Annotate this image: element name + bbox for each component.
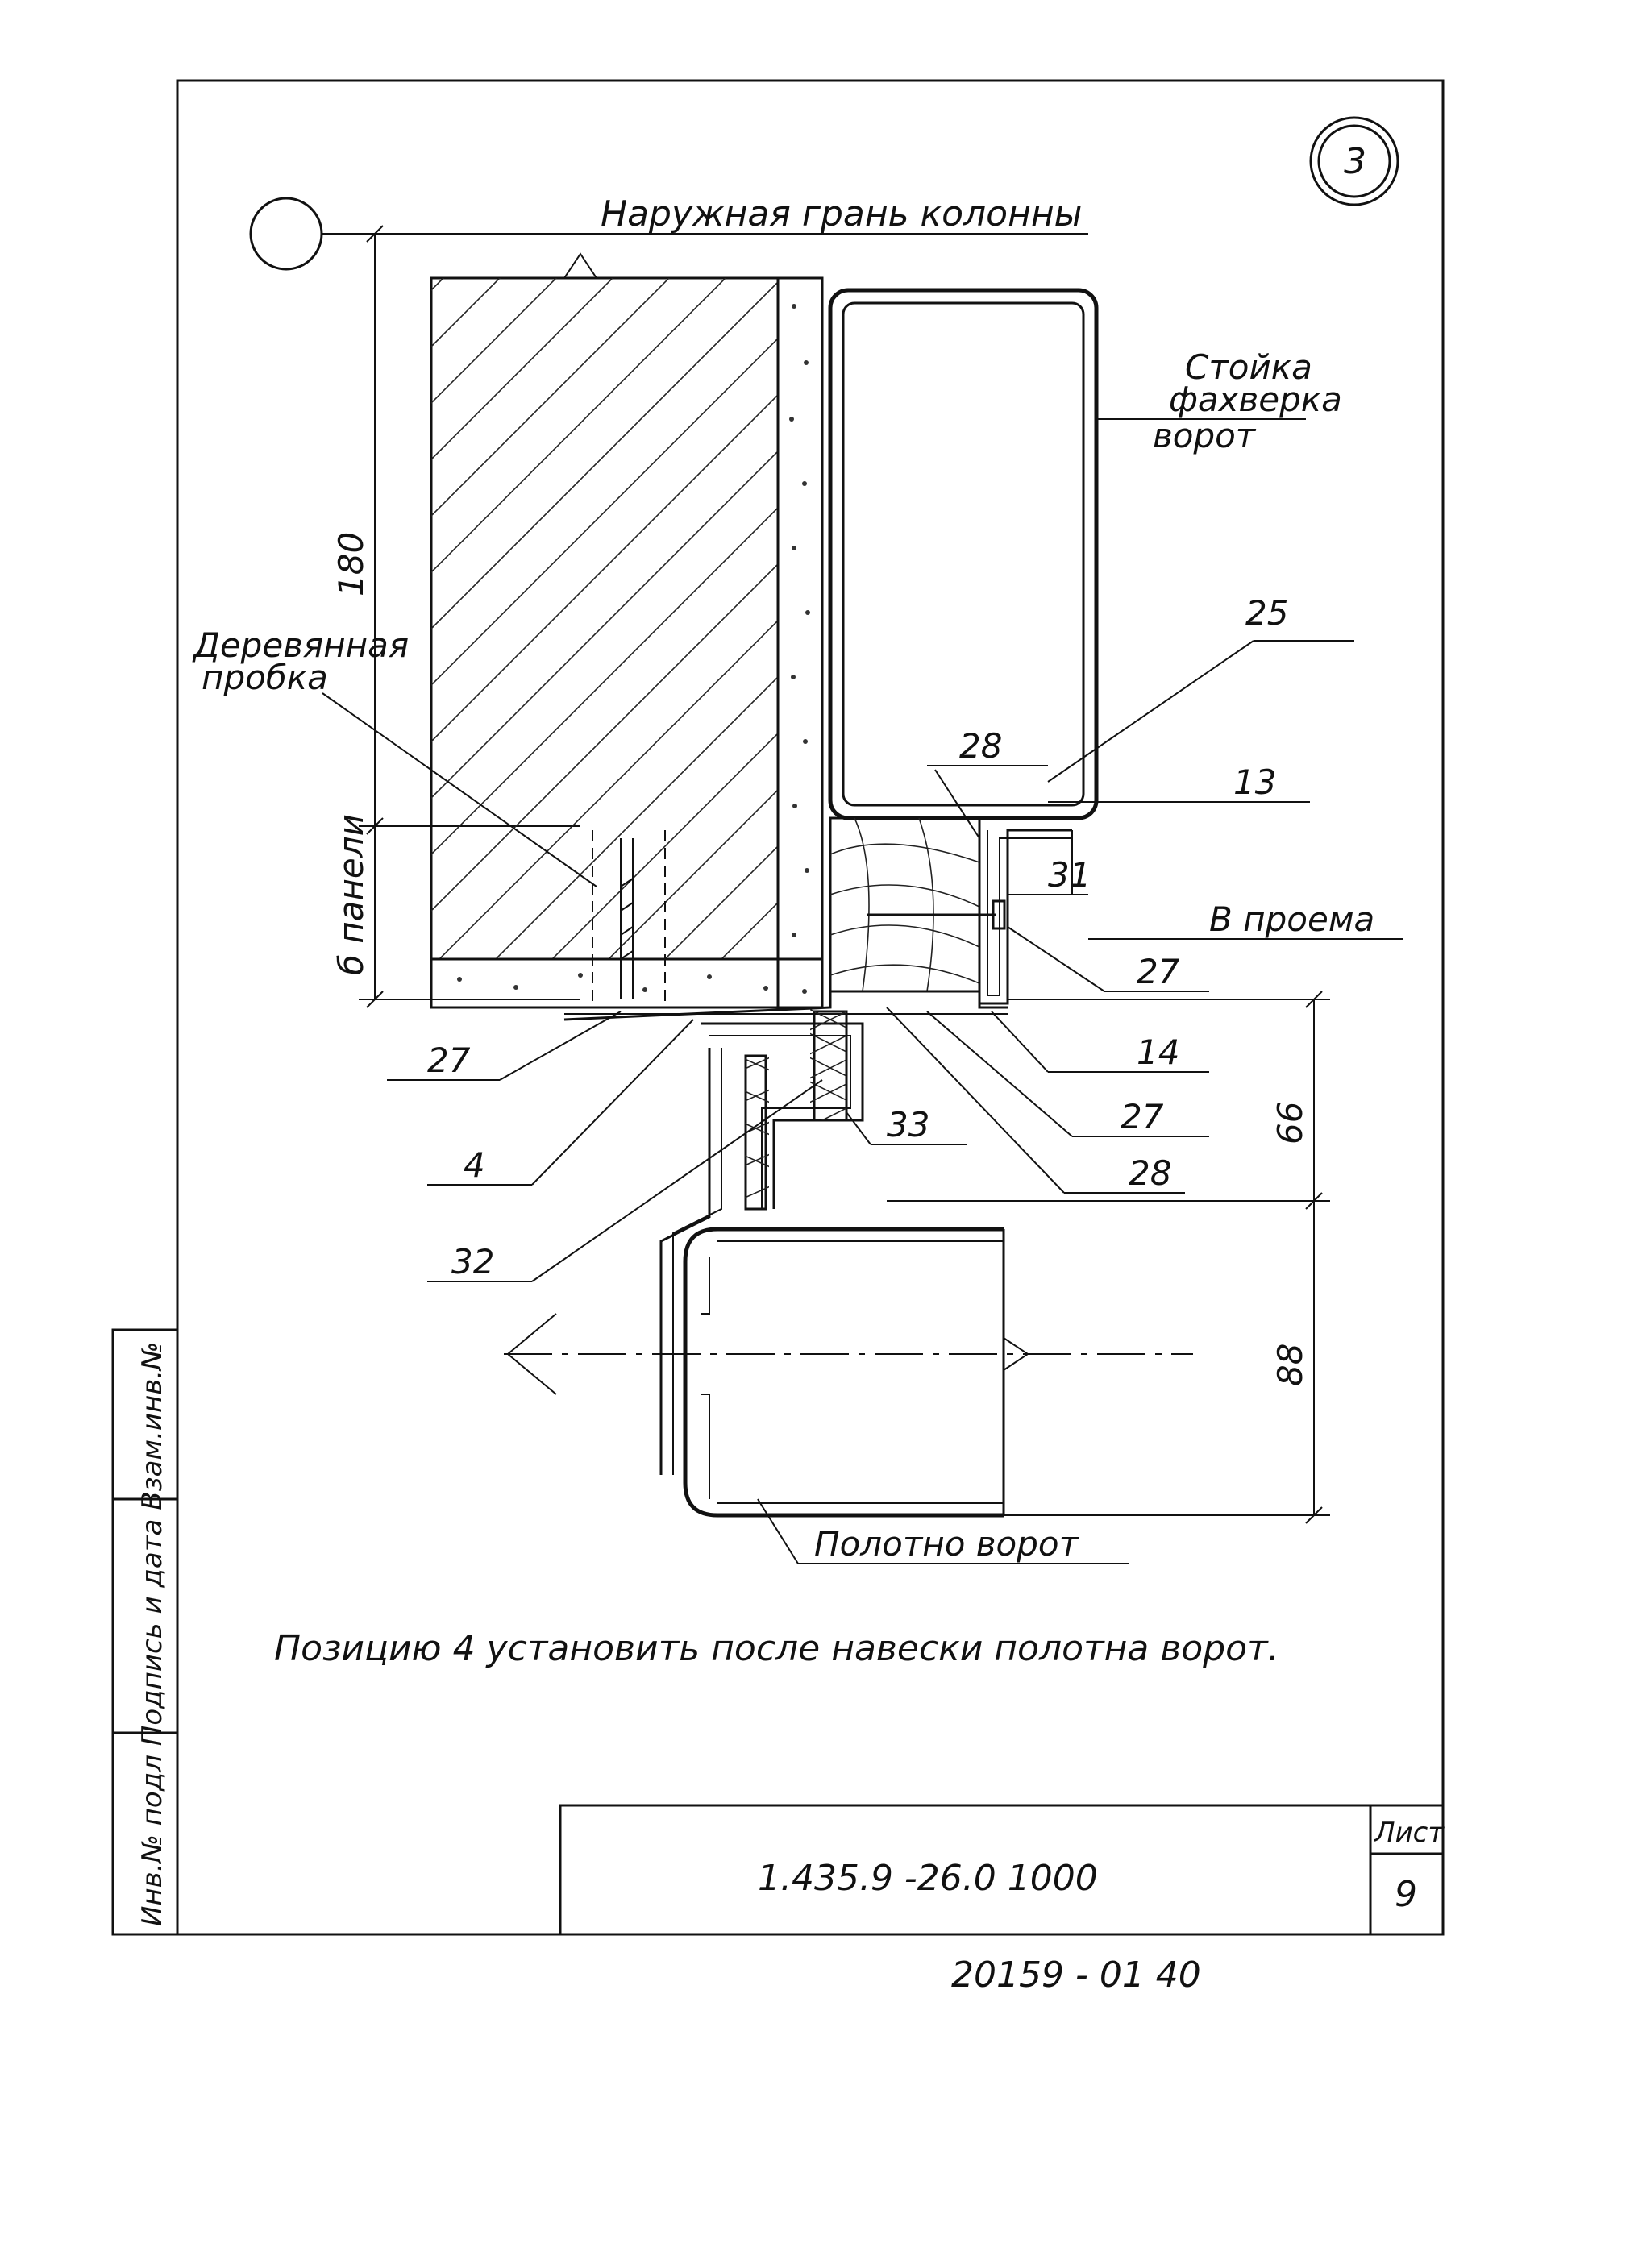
sheet-label: Лист bbox=[1373, 1817, 1445, 1849]
archive-number: 20159 - 01 40 bbox=[951, 1954, 1201, 1996]
dimension-66-88 bbox=[887, 991, 1330, 1524]
callout-14: 14 bbox=[1137, 1032, 1179, 1072]
callout-27-left: 27 bbox=[427, 1041, 471, 1080]
callout-32: 32 bbox=[451, 1242, 494, 1281]
callout-31: 31 bbox=[1048, 855, 1091, 895]
direction-arrow bbox=[504, 1313, 1193, 1395]
callout-27-right: 27 bbox=[1137, 952, 1180, 991]
svg-text:Стойка: Стойка bbox=[1185, 347, 1312, 387]
callout-28-top: 28 bbox=[959, 726, 1002, 766]
callout-28-bottom: 28 bbox=[1129, 1153, 1171, 1193]
section-marker bbox=[1309, 116, 1399, 206]
axis-circle bbox=[249, 197, 323, 271]
flashing-plate bbox=[563, 990, 1008, 1021]
svg-text:фахверка: фахверка bbox=[1169, 380, 1342, 419]
gate-leaf bbox=[683, 1227, 1029, 1518]
callout-27-mid: 27 bbox=[1121, 1097, 1164, 1136]
svg-text:Деревянная: Деревянная bbox=[192, 625, 409, 665]
callout-13: 13 bbox=[1233, 762, 1276, 802]
wood-plug bbox=[592, 830, 666, 1007]
wood-plug-label: Деревянная пробка bbox=[192, 625, 409, 697]
callout-25: 25 bbox=[1245, 593, 1288, 633]
dim-88-label: 88 bbox=[1270, 1344, 1310, 1386]
seal-profile bbox=[659, 1008, 864, 1475]
leader-lines bbox=[322, 418, 1403, 1564]
angle-bracket bbox=[978, 829, 1072, 1005]
svg-text:ворот: ворот bbox=[1153, 416, 1257, 455]
dim-180-label: 180 bbox=[331, 532, 371, 596]
svg-text:пробка: пробка bbox=[202, 658, 328, 697]
post-label: Стойка фахверка ворот bbox=[1153, 347, 1342, 455]
column-panel bbox=[430, 252, 824, 1009]
callout-4: 4 bbox=[464, 1145, 485, 1185]
dim-66-label: 66 bbox=[1270, 1102, 1310, 1144]
gate-leaf-label: Полотно ворот bbox=[814, 1524, 1080, 1564]
outer-face-label: Наружная грань колонны bbox=[601, 193, 1082, 235]
section-number: 3 bbox=[1344, 141, 1366, 182]
installation-note: Позицию 4 установить после навески полот… bbox=[274, 1628, 1279, 1669]
title-block bbox=[559, 1804, 1445, 1936]
side-stamp-text: Инв.№ подл Подпись и дата Взам.инв.№ bbox=[136, 1342, 168, 1926]
sheet-number: 9 bbox=[1395, 1874, 1417, 1915]
panel-dim-label: б панели bbox=[331, 814, 371, 975]
side-stamp-box bbox=[111, 1328, 179, 1936]
to-opening-label: В проема bbox=[1209, 899, 1374, 939]
drawing-code: 1.435.9 -26.0 1000 bbox=[758, 1858, 1098, 1899]
dimension-180 bbox=[359, 225, 580, 1008]
wood-filler bbox=[829, 816, 1006, 993]
callout-33: 33 bbox=[887, 1105, 929, 1144]
